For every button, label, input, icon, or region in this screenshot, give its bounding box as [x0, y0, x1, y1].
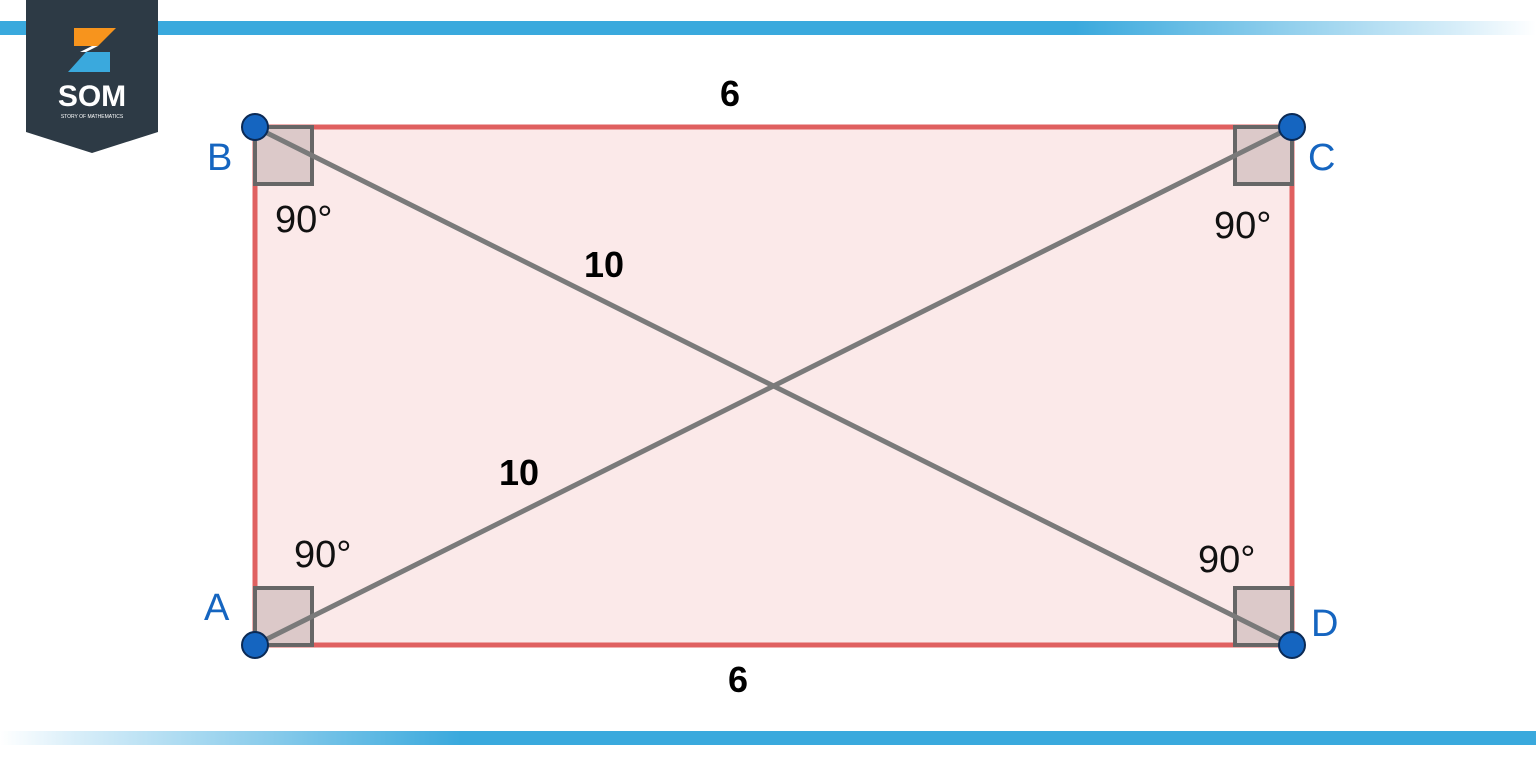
vertex-label-d: D	[1311, 603, 1338, 645]
logo-mark-divider	[80, 46, 98, 52]
logo-badge	[26, 0, 158, 153]
side-label-bottom: 6	[728, 659, 748, 700]
logo-mark-blue	[68, 52, 110, 72]
vertex-point-c	[1278, 113, 1306, 141]
angle-label-c: 90°	[1214, 205, 1271, 247]
logo-mark-orange-2	[92, 28, 116, 46]
angle-label-b: 90°	[275, 199, 332, 241]
vertex-point-d	[1278, 631, 1306, 659]
logo-mark-orange	[74, 28, 92, 46]
logo-wordmark: SOM	[58, 80, 126, 113]
angle-label-a: 90°	[294, 534, 351, 576]
vertex-point-b	[241, 113, 269, 141]
top-accent-stripe	[0, 21, 1536, 35]
vertex-point-a	[241, 631, 269, 659]
vertex-label-a: A	[204, 587, 230, 629]
bottom-accent-stripe	[0, 731, 1536, 745]
side-label-top: 6	[720, 73, 740, 114]
logo-tagline: STORY OF MATHEMATICS	[61, 114, 124, 120]
angle-label-d: 90°	[1198, 539, 1255, 581]
vertex-label-c: C	[1308, 137, 1335, 179]
diagonal-ac	[253, 124, 1294, 648]
som-logo: SOM STORY OF MATHEMATICS	[26, 0, 158, 153]
vertex-label-b: B	[207, 137, 232, 179]
diagonal-label-bd: 10	[584, 244, 624, 285]
diagonal-label-ac: 10	[499, 452, 539, 493]
